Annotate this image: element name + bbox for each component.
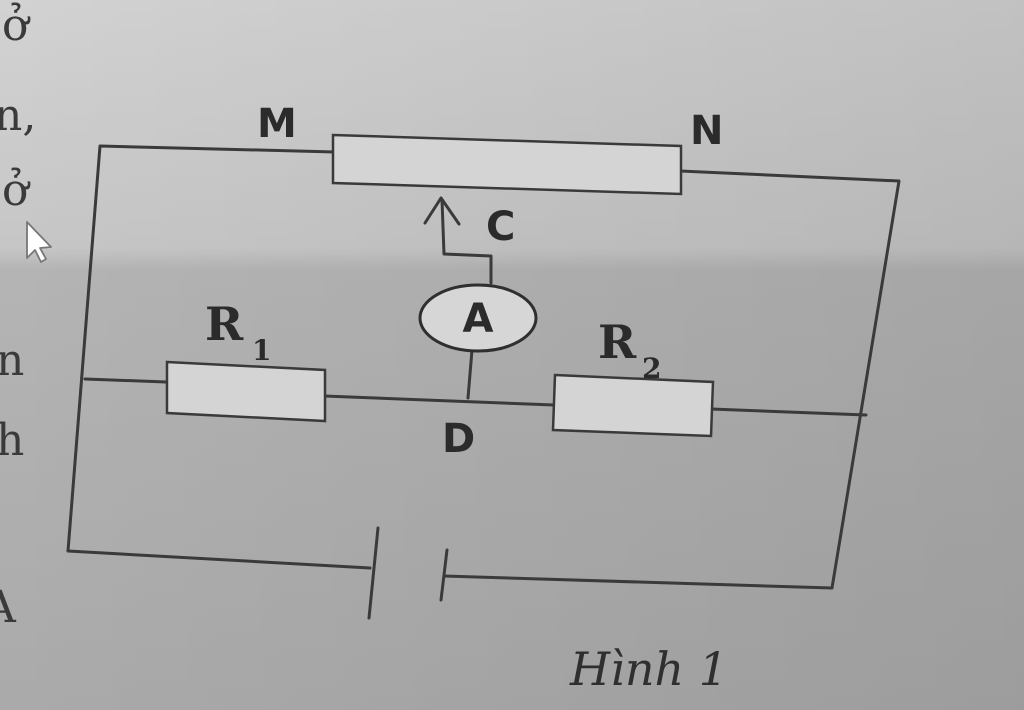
margin-text-5: h: [0, 415, 24, 466]
margin-text-4: n: [0, 335, 24, 386]
label-r1: R: [205, 297, 244, 351]
ammeter: A: [418, 283, 538, 353]
slider-arrow-icon: [423, 196, 461, 226]
label-node-d: D: [442, 416, 475, 462]
label-node-m: M: [257, 101, 297, 147]
wire-middle-left: [83, 377, 168, 384]
wire-ammeter-d: [466, 348, 474, 400]
wire-r1-to-r2: [322, 394, 556, 407]
battery: [367, 526, 449, 620]
resistor-r1: [165, 360, 327, 423]
margin-text-3: ở: [2, 165, 31, 216]
margin-text-2: n,: [0, 90, 36, 141]
wire-top-right: [442, 169, 901, 590]
label-node-c: C: [486, 204, 515, 250]
margin-text-1: ở: [2, 0, 31, 51]
mouse-pointer-icon: [26, 221, 52, 263]
ammeter-label: A: [463, 296, 494, 342]
label-r2: R: [598, 315, 637, 369]
margin-text-6: A: [0, 582, 17, 633]
wire-slider-c: [440, 198, 493, 285]
label-r1-subscript: 1: [252, 334, 271, 367]
label-node-n: N: [690, 108, 723, 154]
resistor-r2: [551, 373, 715, 438]
wire-top-left: [66, 144, 372, 570]
label-r2-subscript: 2: [642, 352, 661, 385]
figure-caption: Hình 1: [569, 642, 728, 696]
wire-middle-right: [709, 407, 868, 417]
rheostat-mn: [331, 133, 683, 196]
